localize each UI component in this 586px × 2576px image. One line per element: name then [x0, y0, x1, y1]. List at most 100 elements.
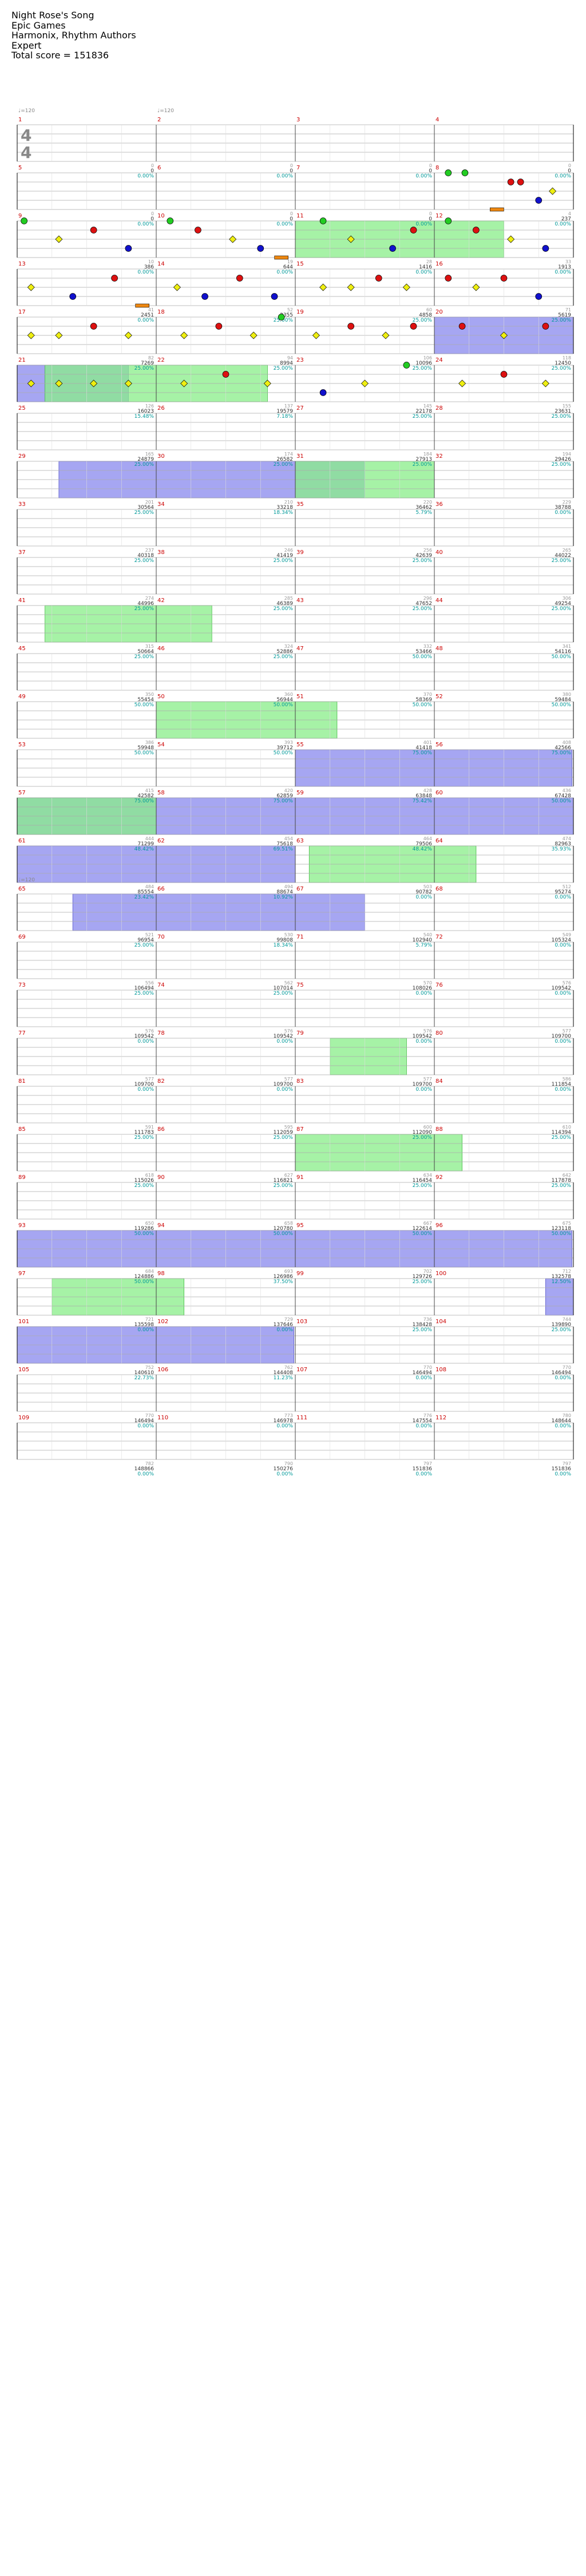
measure-score: 3355 [280, 312, 293, 318]
measure-score: 135598 [134, 1322, 155, 1328]
measure-note-count: 577 [423, 1077, 432, 1082]
red-note [195, 227, 201, 234]
measure-note-count: 246 [284, 548, 293, 553]
staff-row [17, 509, 574, 547]
measure-number: 77 [18, 1030, 26, 1036]
measure-score: 99808 [276, 937, 293, 943]
yellow-note [250, 331, 258, 339]
measure-number: 12 [435, 213, 443, 219]
measure-number: 84 [435, 1078, 443, 1085]
measure-score: 102940 [413, 937, 433, 943]
yellow-note [27, 379, 35, 387]
measure-score: 71299 [137, 841, 154, 847]
measure-score: 12450 [555, 361, 571, 366]
measure-number: 73 [18, 982, 26, 988]
measure-score: 19579 [276, 409, 293, 414]
measure-overdrive-percent: 25.00% [274, 462, 294, 468]
measure-note-count: 0 [151, 163, 154, 168]
measure-score: 112059 [274, 1130, 294, 1135]
yellow-note [55, 331, 63, 339]
song-charter: Harmonix, Rhythm Authors [11, 30, 136, 41]
measure-number: 30 [157, 453, 165, 460]
green-note [167, 217, 174, 224]
measure-overdrive-percent: 0.00% [137, 1471, 154, 1477]
red-note [375, 275, 382, 282]
measure-score: 46389 [276, 601, 293, 607]
measure-note-count: 770 [145, 1413, 154, 1418]
measure-score: 0 [151, 216, 154, 222]
measure-number: 41 [18, 597, 26, 604]
measure-number: 35 [296, 501, 304, 508]
measure-overdrive-percent: 25.00% [274, 654, 294, 660]
measure-overdrive-percent: 18.34% [274, 943, 294, 948]
measure-note-count: 454 [284, 836, 293, 841]
measure-overdrive-percent: 23.42% [134, 895, 155, 900]
measure-overdrive-percent: 15.48% [134, 414, 155, 420]
staff-row [17, 1134, 574, 1172]
measure-score: 129726 [413, 1274, 433, 1280]
blue-note [69, 293, 77, 300]
measure-number: 88 [435, 1126, 443, 1133]
yellow-note [458, 379, 466, 387]
red-note [445, 275, 452, 282]
measure-number: 75 [296, 982, 304, 988]
measure-overdrive-percent: 50.00% [552, 1231, 572, 1237]
measure-note-count: 512 [563, 884, 571, 889]
measure-overdrive-percent: 25.00% [413, 1327, 433, 1333]
measure-overdrive-percent: 0.00% [137, 1039, 154, 1044]
measure-note-count: 33 [565, 259, 571, 264]
measure-number: 99 [296, 1271, 304, 1277]
measure-note-count: 10 [148, 259, 154, 264]
measure-overdrive-percent: 50.00% [552, 798, 572, 804]
measure-number: 28 [435, 405, 443, 411]
measure-note-count: 28 [426, 259, 432, 264]
measure-score: 148644 [552, 1418, 572, 1424]
measure-note-count: 19 [287, 259, 293, 264]
staff-layer [17, 124, 574, 1460]
measure-overdrive-percent: 0.00% [415, 895, 432, 900]
yellow-note [180, 331, 188, 339]
measure-note-count: 549 [563, 932, 571, 937]
measure-number: 19 [296, 309, 304, 315]
measure-score: 44022 [555, 553, 571, 559]
measure-number: 72 [435, 934, 443, 940]
measure-overdrive-percent: 0.00% [415, 1039, 432, 1044]
measure-overdrive-percent: 50.00% [134, 750, 155, 756]
measure-score: 42639 [415, 553, 432, 559]
measure-overdrive-percent: 50.00% [413, 1231, 433, 1237]
measure-number: 31 [296, 453, 304, 460]
measure-score: 62859 [276, 793, 293, 799]
measure-note-count: 797 [423, 1461, 432, 1466]
measure-overdrive-percent: 25.00% [274, 606, 294, 612]
measure-note-count: 52 [287, 307, 293, 312]
measure-score: 120780 [274, 1226, 294, 1232]
measure-overdrive-percent: 0.00% [137, 1327, 154, 1333]
measure-overdrive-percent: 25.00% [274, 366, 294, 371]
measure-overdrive-percent: 50.00% [134, 1231, 155, 1237]
measure-overdrive-percent: 0.00% [415, 1471, 432, 1477]
measure-score: 38788 [555, 505, 571, 511]
blue-note [201, 293, 208, 300]
measure-overdrive-percent: 25.00% [413, 318, 433, 323]
measure-note-count: 667 [423, 1221, 432, 1226]
measure-number: 38 [157, 549, 165, 556]
measure-note-count: 393 [284, 740, 293, 745]
staff-row [17, 1038, 574, 1075]
measure-score: 40318 [137, 553, 154, 559]
measure-overdrive-percent: 0.00% [137, 1087, 154, 1093]
measure-score: 146494 [413, 1370, 433, 1376]
staff-row [17, 845, 574, 883]
measure-overdrive-percent: 25.00% [552, 1183, 572, 1189]
red-note [90, 323, 97, 330]
measure-score: 85554 [137, 889, 154, 895]
staff-row [17, 1326, 574, 1364]
measure-note-count: 350 [145, 692, 154, 697]
measure-note-count: 790 [284, 1461, 293, 1466]
measure-note-count: 634 [423, 1173, 432, 1178]
blue-note [319, 389, 327, 396]
measure-score: 1416 [419, 264, 432, 270]
measure-note-count: 4 [568, 211, 571, 216]
measure-score: 0 [568, 168, 571, 174]
red-note [236, 275, 243, 282]
measure-note-count: 797 [563, 1461, 571, 1466]
